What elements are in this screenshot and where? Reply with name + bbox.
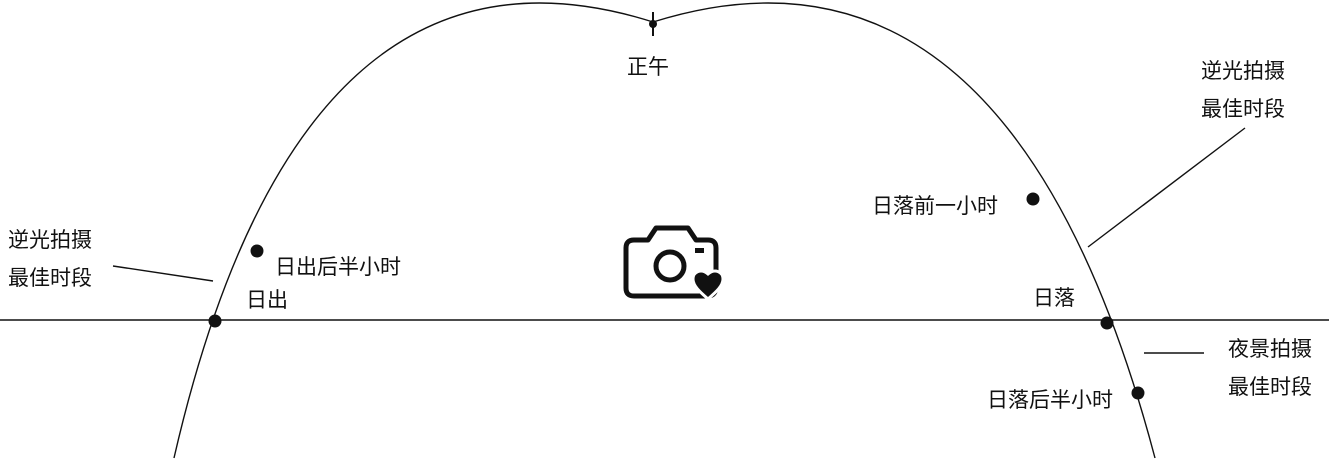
note-line: 逆光拍摄: [8, 228, 92, 252]
note-line: 逆光拍摄: [1201, 59, 1285, 83]
note-line: 最佳时段: [8, 266, 92, 290]
backlight-right-pointer: [1087, 127, 1246, 248]
sunrise-label: 日出: [246, 288, 288, 312]
camera-heart-icon: [623, 225, 725, 301]
after-sunset-point: [1131, 386, 1145, 400]
backlight-left-pointer: [112, 265, 214, 282]
note-line: 最佳时段: [1228, 375, 1312, 399]
note-line: 最佳时段: [1201, 97, 1285, 121]
sunset-label: 日落: [1033, 286, 1075, 310]
backlight-right-note: 逆光拍摄 最佳时段: [1201, 52, 1285, 128]
backlight-left-note: 逆光拍摄 最佳时段: [8, 221, 92, 297]
noon-point: [649, 20, 657, 28]
sunset-point: [1100, 316, 1114, 330]
sunrise-point: [208, 314, 222, 328]
after-sunrise-label: 日出后半小时: [275, 255, 401, 279]
night-note: 夜景拍摄 最佳时段: [1228, 330, 1312, 406]
after-sunset-label: 日落后半小时: [987, 388, 1113, 412]
noon-label: 正午: [627, 55, 669, 79]
after-sunrise-point: [250, 244, 264, 258]
before-sunset-label: 日落前一小时: [872, 194, 998, 218]
before-sunset-point: [1026, 192, 1040, 206]
note-line: 夜景拍摄: [1228, 337, 1312, 361]
